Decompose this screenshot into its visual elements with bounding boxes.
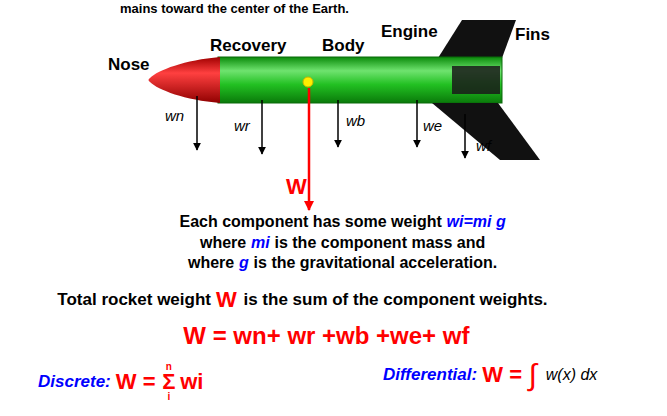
text-row: wheremi is the component mass and (200, 234, 490, 252)
sum-group: nΣi (162, 362, 175, 402)
weight-arrow (196, 96, 198, 150)
text-line: Each component has some weight (180, 213, 442, 231)
text-row: whereg is the gravitational acceleration. (188, 254, 502, 272)
equation-label: Differential: (383, 365, 477, 385)
sum-limit: n (166, 362, 172, 372)
weight-label: we (423, 117, 442, 134)
text-row: Discrete:W = nΣiwi (38, 362, 210, 402)
text-line: is the component mass and (275, 234, 486, 252)
fin-shape (452, 66, 500, 94)
fin-shape (432, 103, 540, 160)
total-weight-label: W (286, 174, 307, 200)
weight-label: wb (346, 112, 365, 129)
weight-label: wn (165, 107, 184, 124)
weight-label: wf (476, 137, 491, 154)
weight-label: wr (234, 117, 250, 134)
text-line: where (188, 254, 234, 272)
text-row: W = wn+ wr +wb +we+ wf (183, 322, 476, 350)
symbol: mi (251, 234, 270, 252)
symbol: g (239, 254, 249, 272)
text-row: Differential:W = ∫ w(x) dx (383, 358, 602, 392)
equation: wi (180, 369, 203, 395)
text-line: Total rocket weight (57, 290, 211, 310)
weight-arrow (337, 100, 339, 147)
text-row: Total rocket weightWis the sum of the co… (57, 287, 552, 313)
body-tube (218, 57, 502, 103)
sum-index: i (167, 392, 170, 402)
weight-arrow (261, 100, 263, 154)
part-name: Body (322, 36, 365, 56)
equation: W = wn+ wr +wb +we+ wf (183, 322, 469, 350)
weight-arrow (464, 114, 466, 158)
nose-cone (149, 57, 221, 103)
part-name: Fins (515, 25, 550, 45)
part-name: Engine (381, 22, 438, 42)
integral-sign: ∫ (529, 358, 537, 392)
text-line: where (200, 234, 246, 252)
symbol: W (216, 287, 237, 313)
equation-label: Discrete: (38, 372, 111, 392)
formula: wi=mi g (447, 213, 506, 231)
text-line: is the gravitational acceleration. (254, 254, 498, 272)
fin-shape (438, 20, 516, 58)
sum-sign: Σ (162, 372, 175, 393)
text-line: is the sum of the component weights. (243, 290, 547, 310)
weight-arrow (416, 100, 418, 147)
part-name: Recovery (210, 36, 287, 56)
total-weight-arrow (308, 88, 311, 210)
part-name: Nose (108, 55, 150, 75)
text-row: Each component has some weight wi=mi g (180, 213, 511, 231)
equation: W = (116, 369, 156, 395)
caption-fragment: mains toward the center of the Earth. (120, 1, 349, 16)
equation: W = (482, 362, 522, 388)
center-of-gravity (303, 77, 313, 87)
equation: w(x) dx (546, 366, 598, 384)
